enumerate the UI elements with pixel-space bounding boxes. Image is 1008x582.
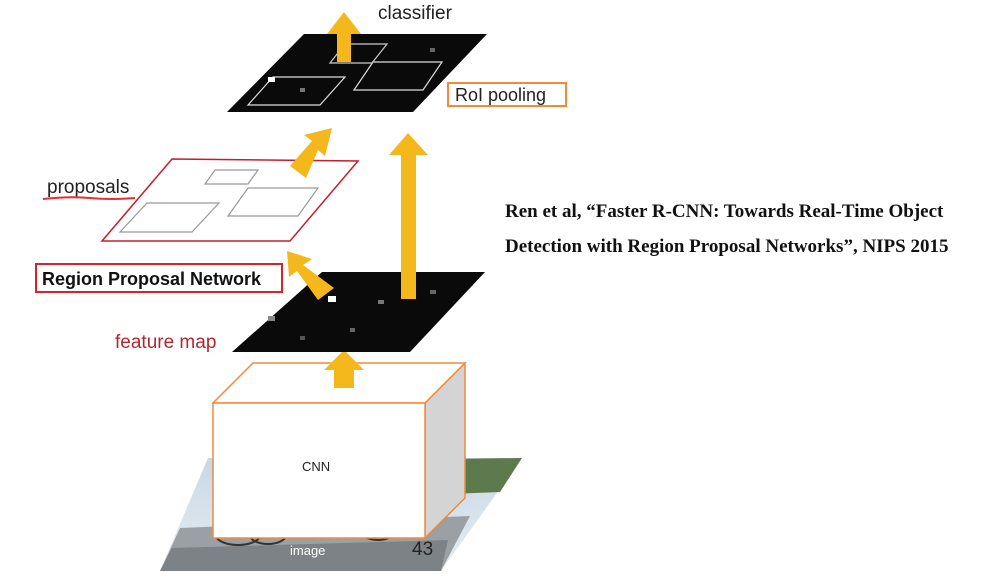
proposals-plane (100, 158, 360, 242)
roi-pooling-label: RoI pooling (455, 85, 546, 105)
feature-map-label: feature map (115, 332, 216, 353)
arrow-cnn-to-feature-map (324, 350, 364, 388)
roi-plane (227, 34, 487, 112)
arrow-feature-map-to-proposals (287, 251, 334, 300)
arrow-feature-map-to-roi (389, 133, 428, 299)
classifier-label: classifier (378, 3, 453, 24)
page-number: 43 (412, 539, 434, 560)
proposals-label: proposals (47, 177, 129, 198)
citation: Ren et al, “Faster R-CNN: Towards Real-T… (505, 194, 949, 264)
image-label: image (290, 543, 325, 558)
rpn-label: Region Proposal Network (42, 269, 262, 289)
cnn-box (211, 361, 467, 540)
citation-line-2: Detection with Region Proposal Networks”… (505, 236, 949, 257)
arrow-proposals-to-roi (290, 128, 332, 178)
citation-line-1: Ren et al, “Faster R-CNN: Towards Real-T… (505, 201, 944, 222)
rpn-label-box (35, 263, 283, 293)
cnn-label: CNN (302, 459, 330, 474)
roi-pooling-label-box (447, 82, 567, 107)
proposals-underline (42, 196, 136, 200)
feature-map-plane (232, 272, 485, 352)
arrow-roi-to-classifier (327, 12, 361, 62)
